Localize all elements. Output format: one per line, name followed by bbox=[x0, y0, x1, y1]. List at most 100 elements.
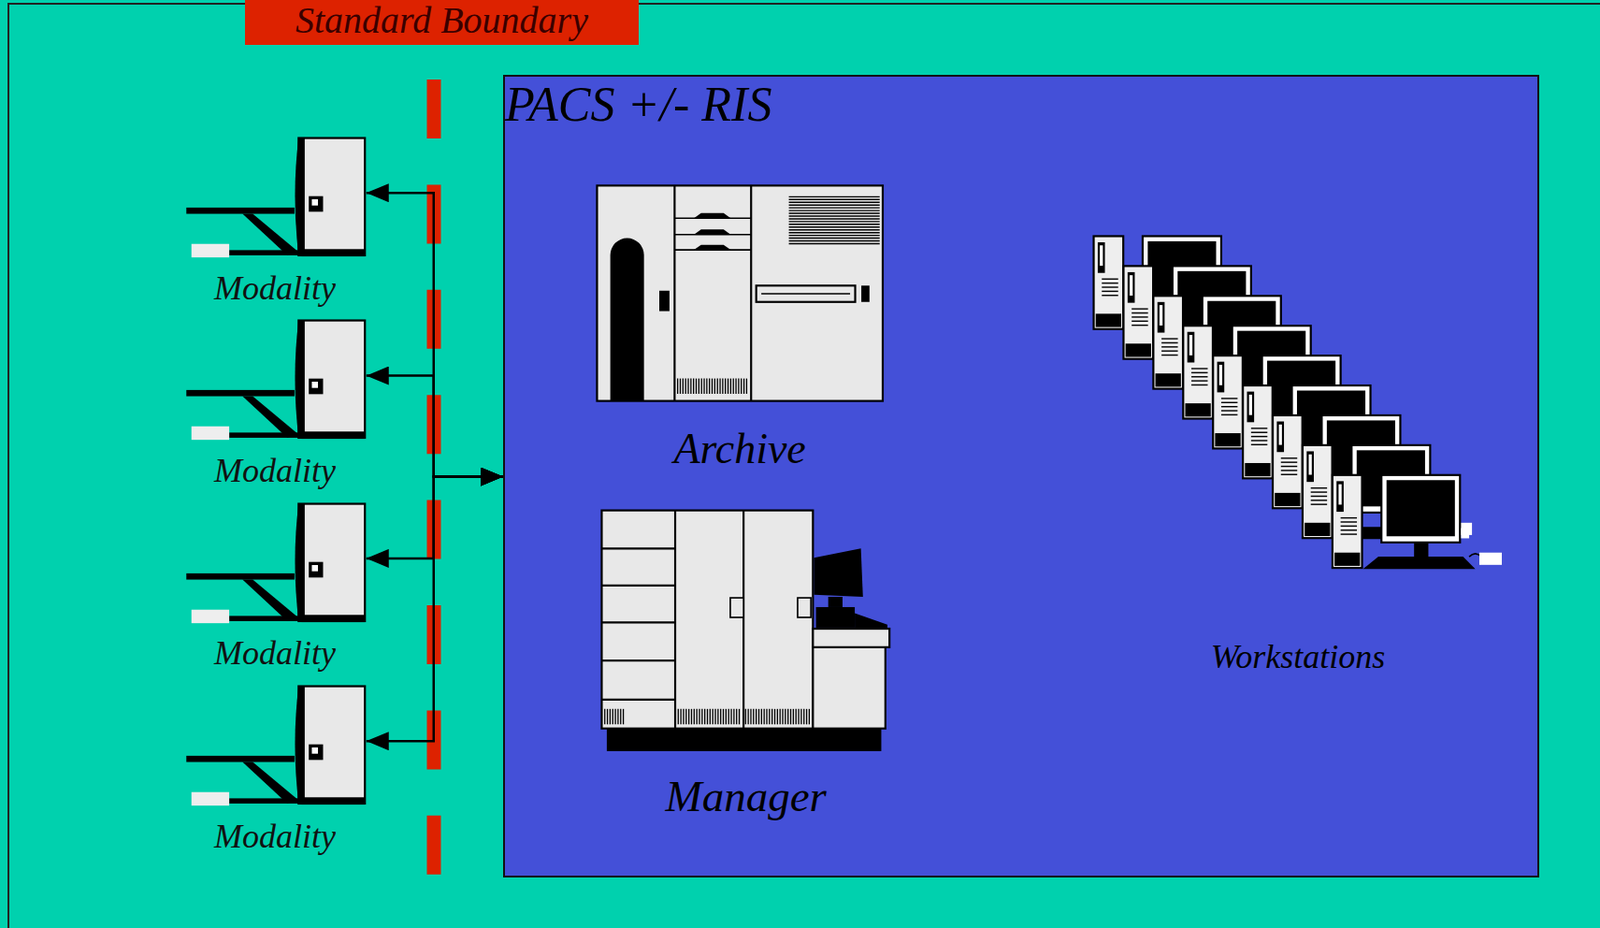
drawing-part bbox=[191, 792, 230, 806]
drawing-part bbox=[742, 510, 745, 729]
drawing-part bbox=[312, 381, 319, 389]
drawing-part bbox=[602, 659, 677, 662]
drawing-part bbox=[1340, 533, 1357, 534]
node-label: Modality bbox=[214, 816, 336, 856]
drawing-part bbox=[1304, 521, 1330, 535]
drawing-part bbox=[774, 708, 776, 724]
drawing-part bbox=[295, 685, 305, 803]
drawing-part bbox=[1311, 487, 1327, 489]
drawing-part bbox=[1125, 343, 1152, 357]
drawing-part bbox=[1302, 444, 1333, 537]
drawing-part bbox=[191, 608, 230, 622]
drawing-part bbox=[693, 245, 731, 250]
drawing-part bbox=[708, 378, 710, 394]
drawing-part bbox=[748, 708, 750, 724]
drawing-part bbox=[788, 223, 880, 225]
drawing-part bbox=[1307, 450, 1315, 482]
drawing-part bbox=[604, 708, 606, 724]
drawing-part bbox=[690, 378, 692, 394]
drawing-part bbox=[684, 378, 686, 394]
drawing-part bbox=[788, 231, 880, 233]
drawing-part bbox=[854, 613, 888, 629]
drawing-part bbox=[1311, 490, 1327, 492]
bus-connector bbox=[366, 192, 504, 476]
archive-node: Archive bbox=[591, 181, 888, 480]
drawing-part bbox=[1159, 304, 1163, 326]
drawing-part bbox=[1161, 337, 1178, 339]
drawing-part bbox=[1251, 439, 1268, 441]
workstations-node: Workstations bbox=[1087, 230, 1509, 680]
drawing-part bbox=[798, 708, 800, 724]
drawing-part bbox=[788, 204, 880, 206]
drawing-part bbox=[712, 708, 714, 724]
drawing-part bbox=[299, 137, 366, 255]
drawing-part bbox=[674, 510, 677, 729]
drawing-part bbox=[763, 708, 765, 724]
drawing-part bbox=[1279, 423, 1283, 445]
drawing-part bbox=[191, 244, 230, 258]
drawing-part bbox=[610, 238, 645, 402]
drawing-part bbox=[687, 378, 689, 394]
drawing-part bbox=[816, 606, 855, 628]
drawing-part bbox=[1340, 524, 1357, 526]
drawing-part bbox=[1281, 464, 1298, 466]
pacs-region: ArchiveManagerWorkstationsPACS +/- RIS bbox=[503, 74, 1540, 879]
drawing-part bbox=[1242, 385, 1273, 478]
drawing-part bbox=[1191, 383, 1208, 385]
drawing-part bbox=[309, 561, 324, 577]
drawing-part bbox=[727, 378, 729, 394]
drawing-part bbox=[1281, 473, 1298, 475]
drawing-part bbox=[788, 220, 880, 222]
drawing-part bbox=[602, 698, 677, 701]
drawing-part bbox=[230, 432, 302, 439]
drawing-part bbox=[719, 378, 721, 394]
drawing-part bbox=[1311, 494, 1327, 496]
drawing-part bbox=[702, 708, 704, 724]
drawing-part bbox=[1245, 462, 1271, 476]
drawing-part bbox=[715, 708, 717, 724]
drawing-part bbox=[1363, 556, 1476, 569]
drawing-part bbox=[1221, 409, 1238, 411]
drawing-part bbox=[1386, 479, 1456, 536]
drawing-part bbox=[782, 708, 784, 724]
drawing-part bbox=[230, 615, 302, 621]
drawing-part bbox=[698, 378, 700, 394]
node-label: Workstations bbox=[1210, 636, 1386, 677]
drawing-part bbox=[788, 226, 880, 228]
drawing-part bbox=[309, 378, 324, 395]
drawing-part bbox=[683, 708, 685, 724]
drawing-part bbox=[1217, 360, 1226, 392]
drawing-part bbox=[1094, 235, 1125, 329]
drawing-part bbox=[706, 378, 707, 394]
drawing-part bbox=[1215, 432, 1241, 447]
drawing-part bbox=[771, 708, 773, 724]
drawing-part bbox=[724, 378, 726, 394]
boundary-label-box: Standard Boundary bbox=[245, 0, 639, 45]
drawing-part bbox=[1131, 316, 1148, 318]
drawing-part bbox=[1187, 331, 1196, 362]
drawing-part bbox=[602, 510, 814, 729]
drawing-part bbox=[299, 320, 366, 438]
drawing-part bbox=[758, 708, 760, 724]
arch-figure bbox=[596, 186, 883, 402]
drawing-part bbox=[1161, 353, 1178, 355]
drawing-part bbox=[1189, 334, 1193, 356]
drawing-part bbox=[720, 708, 721, 724]
drawing-part bbox=[682, 378, 684, 394]
drawing-part bbox=[302, 248, 366, 257]
drawing-part bbox=[312, 564, 319, 572]
drawing-part bbox=[803, 708, 805, 724]
modality-node: Modality bbox=[183, 315, 366, 494]
drawing-part bbox=[685, 708, 687, 724]
drawing-part bbox=[750, 708, 752, 724]
drawing-part bbox=[861, 286, 870, 303]
drawing-part bbox=[1247, 390, 1255, 422]
drawing-part bbox=[1340, 529, 1357, 531]
drawing-part bbox=[788, 229, 880, 231]
drawing-part bbox=[1095, 313, 1122, 327]
drawing-part bbox=[1274, 492, 1300, 506]
drawing-part bbox=[1251, 431, 1268, 433]
drawing-part bbox=[788, 207, 880, 209]
drawing-part bbox=[788, 210, 880, 212]
drawing-part bbox=[596, 186, 883, 402]
